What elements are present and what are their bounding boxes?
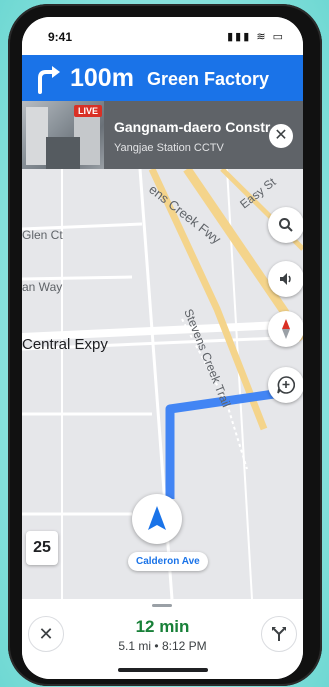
navigation-banner[interactable]: 100m Green Factory: [22, 55, 303, 101]
cctv-subtitle: Yangjae Station CCTV: [114, 142, 224, 154]
central-expy-frontage: [22, 335, 303, 351]
compass-icon: [282, 318, 290, 339]
status-bar: 9:41 ▮▮▮ ≋ ▭: [22, 17, 303, 55]
thumbnail-building: [26, 107, 48, 165]
trip-summary-panel[interactable]: ✕ 12 min 5.1 mi • 8:12 PM: [22, 599, 303, 679]
current-location-puck[interactable]: [132, 494, 182, 544]
navigation-arrow-icon: [148, 506, 166, 530]
compass-button[interactable]: [268, 311, 303, 347]
thumbnail-road: [46, 137, 80, 169]
map-road: [22, 275, 133, 281]
report-button[interactable]: [268, 367, 303, 403]
trip-separator: •: [154, 639, 159, 653]
search-icon: [279, 217, 293, 232]
live-badge: LIVE: [74, 105, 103, 117]
cctv-title: Gangnam-daero Constr..: [114, 119, 278, 135]
add-comment-icon: [277, 375, 295, 394]
map-label-an-way: an Way: [22, 280, 62, 294]
stevens-creek-fwy-road: [148, 169, 268, 431]
eta-duration: 12 min: [135, 617, 190, 636]
status-time: 9:41: [48, 30, 73, 44]
turn-street: Green Factory: [147, 69, 270, 89]
volume-icon: [280, 272, 291, 285]
screen: 9:41 ▮▮▮ ≋ ▭ 100m Green Factory LIVE Gan…: [22, 17, 303, 679]
arrival-time: 8:12 PM: [161, 639, 207, 653]
map-view[interactable]: Glen Ct an Way Central Expy ens Creek Fw…: [22, 169, 303, 599]
route-options-icon: [272, 626, 286, 641]
cctv-card[interactable]: LIVE Gangnam-daero Constr.. Yangjae Stat…: [22, 101, 303, 169]
close-icon[interactable]: ✕: [28, 616, 64, 652]
trip-meta: 5.1 mi • 8:12 PM: [22, 639, 303, 653]
map-label-glen-ct: Glen Ct: [22, 228, 63, 242]
drag-handle[interactable]: [152, 604, 172, 607]
highway-road: [183, 169, 303, 342]
map-label-central-expy: Central Expy: [22, 336, 108, 353]
trip-distance: 5.1 mi: [118, 639, 152, 653]
volume-button[interactable]: [268, 261, 303, 297]
close-icon[interactable]: ✕: [269, 124, 293, 148]
turn-distance: 100m: [70, 64, 134, 92]
map-road: [22, 222, 143, 231]
search-button[interactable]: [268, 207, 303, 243]
current-street-label: Calderon Ave: [128, 552, 208, 571]
home-indicator: [118, 668, 208, 672]
turn-right-arrow-icon: [38, 66, 60, 94]
central-expy-road: [22, 320, 303, 341]
status-icons: ▮▮▮ ≋ ▭: [227, 31, 285, 43]
cctv-thumbnail[interactable]: [22, 101, 104, 169]
speed-limit-sign: 25: [26, 531, 58, 565]
route-options-button[interactable]: [261, 616, 297, 652]
route-line: [165, 389, 275, 499]
